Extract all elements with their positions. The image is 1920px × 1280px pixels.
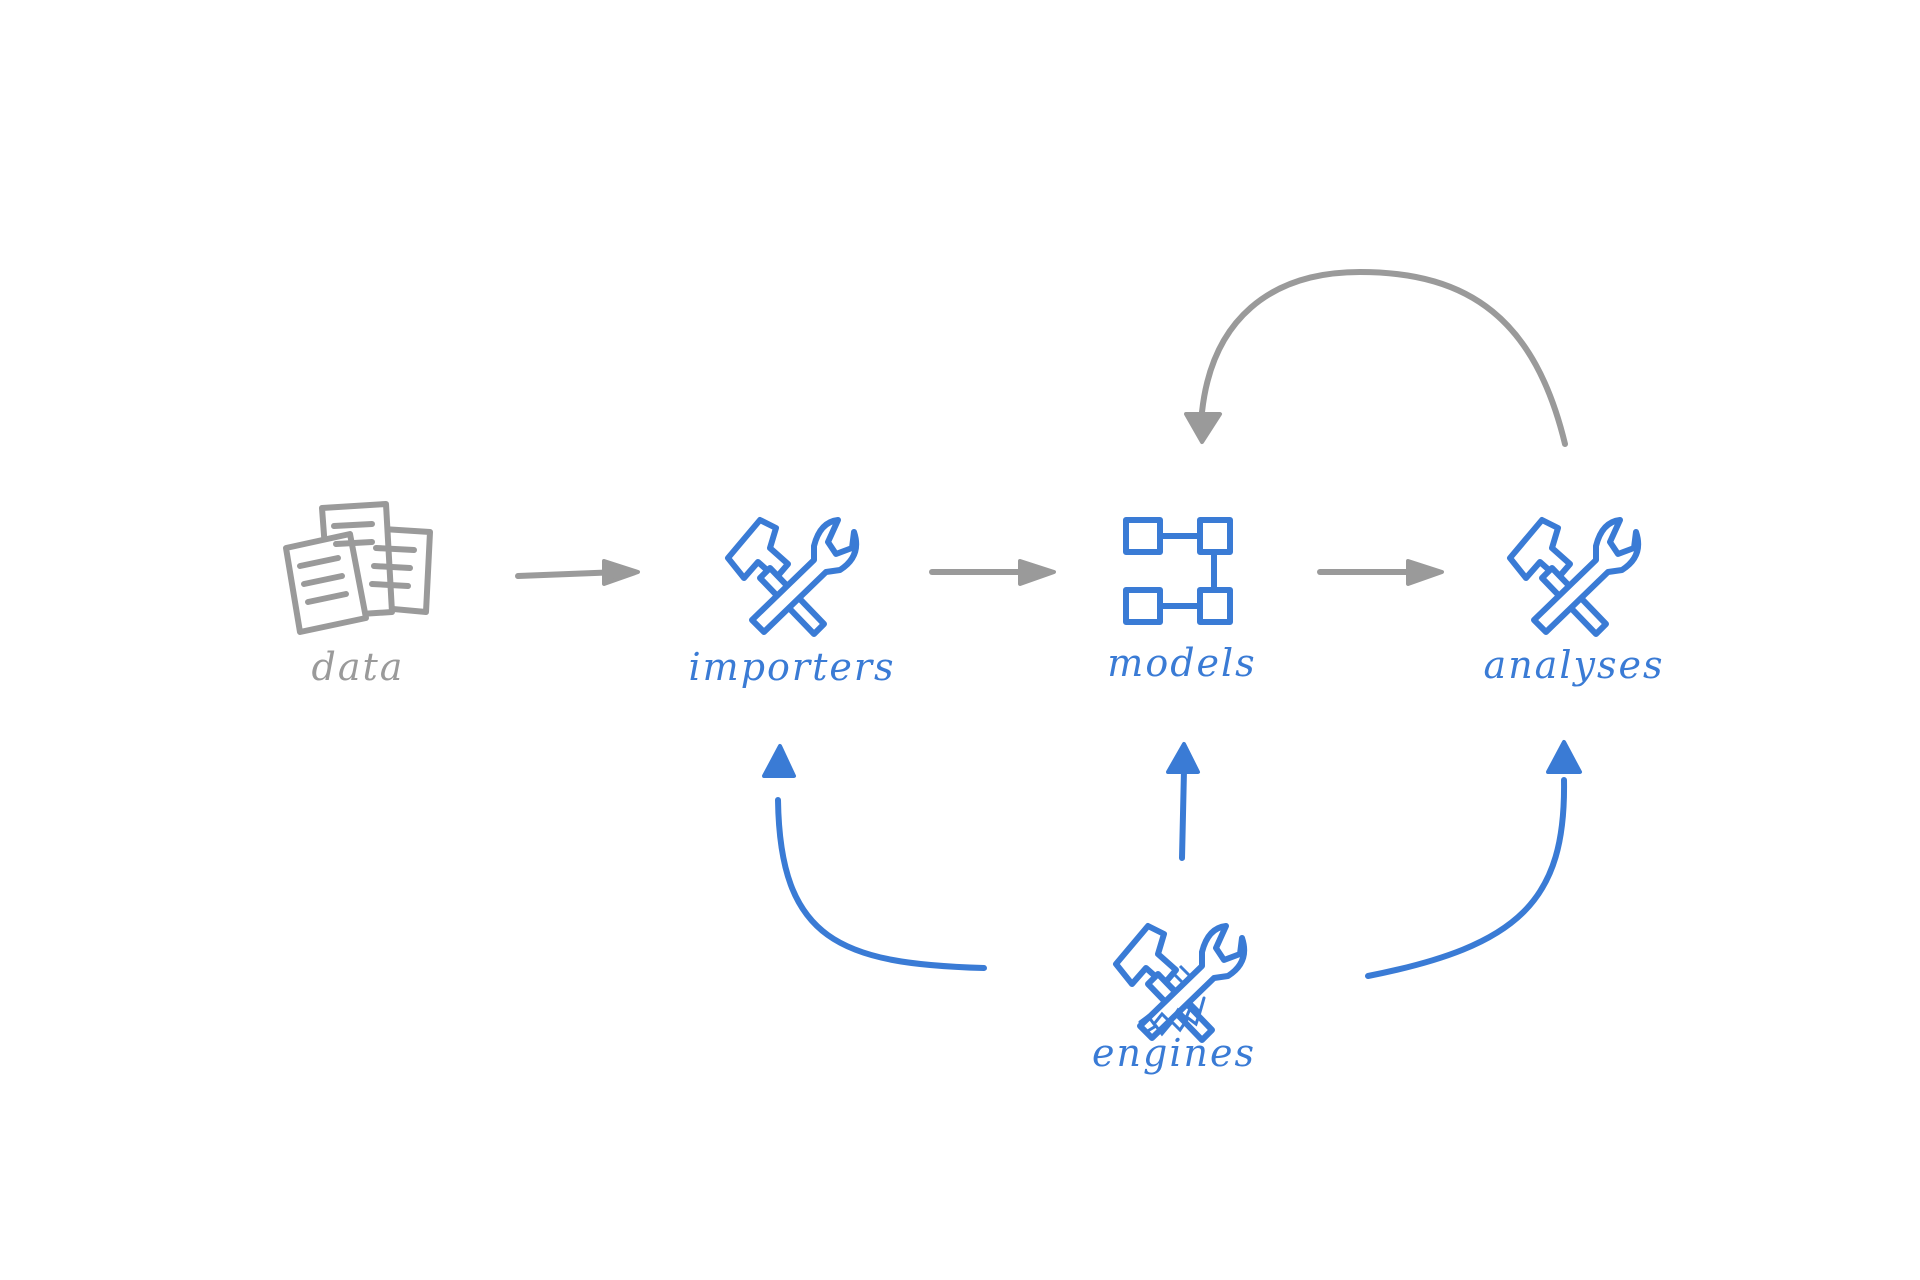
arrowhead-analyses-to-models xyxy=(1184,412,1222,444)
analyses-label: analyses xyxy=(1483,643,1665,687)
arrowhead-engines-to-importers xyxy=(762,744,796,778)
arrowhead-engines-to-models xyxy=(1166,742,1200,774)
engines-label: engines xyxy=(1092,1031,1256,1075)
edge-engines-to-importers xyxy=(775,797,987,971)
edge-engines-to-analyses xyxy=(1365,777,1568,979)
arrowhead-engines-to-analyses xyxy=(1546,740,1582,774)
edge-engines-to-models xyxy=(1179,767,1187,861)
importers-label: importers xyxy=(688,645,896,689)
models-label: models xyxy=(1107,641,1257,685)
analyses-tools-icon xyxy=(1510,520,1638,634)
data-label: data xyxy=(311,645,405,689)
arrowhead-importers-to-models xyxy=(1018,559,1056,586)
arrowhead-models-to-analyses xyxy=(1406,559,1444,586)
edge-analyses-to-models xyxy=(1199,269,1568,447)
documents-icon xyxy=(283,501,433,635)
importers-tools-icon xyxy=(728,520,856,634)
model-diagram-icon xyxy=(1123,517,1233,625)
engine-tools-icon xyxy=(1116,926,1244,1040)
arrowhead-data-to-importers xyxy=(602,559,640,586)
